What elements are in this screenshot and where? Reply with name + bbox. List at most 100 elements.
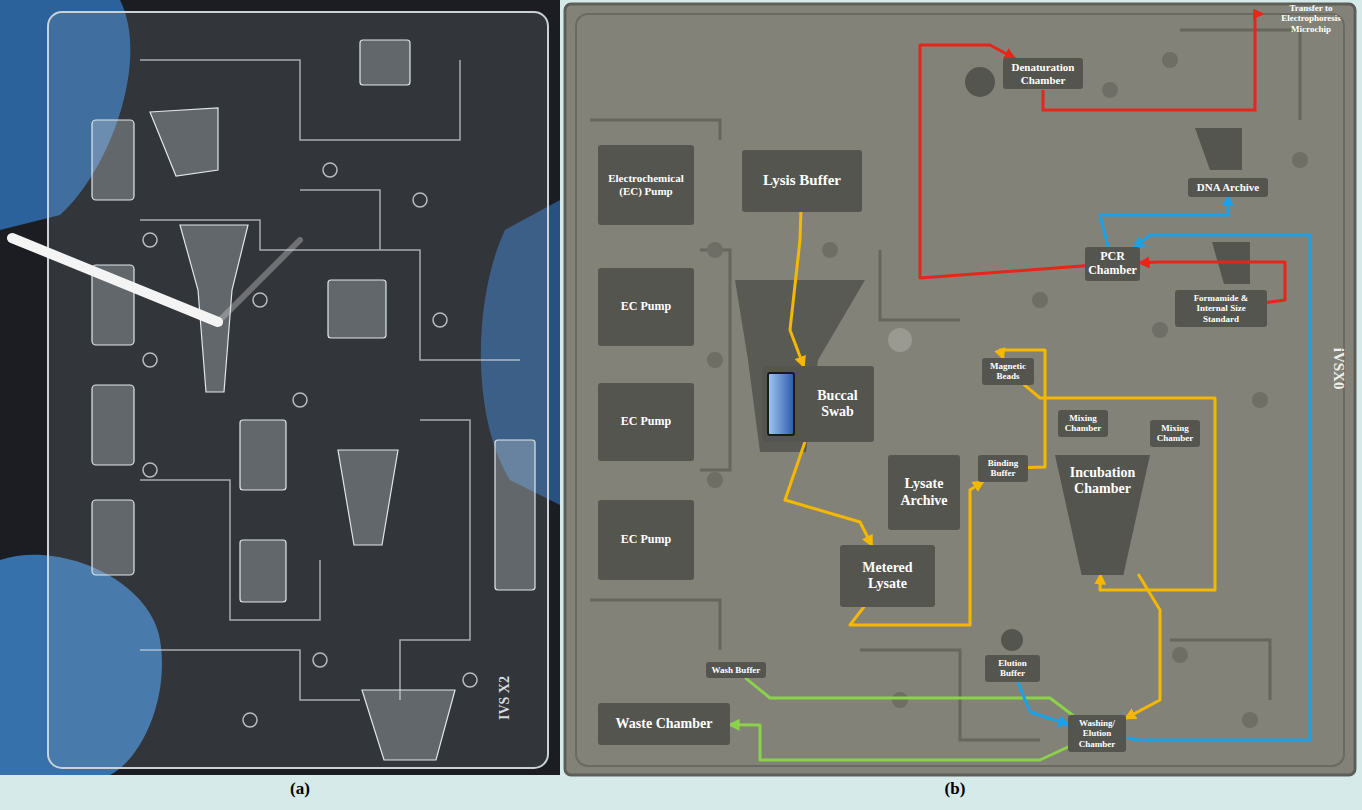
chamber-name: Washing/ Elution Chamber [1071,718,1123,749]
channel [140,650,360,700]
chamber-shape [328,280,386,338]
chamber-shape [92,120,134,200]
channel [140,480,320,620]
valve [707,472,723,488]
flow-arrow [1024,385,1215,590]
buffer-chamber: Lysis Buffer [742,150,862,212]
chamber-name: Incubation Chamber [1058,465,1147,497]
chamber-name: Denaturation Chamber [1006,61,1080,86]
chamber-label: Washing/ Elution Chamber [1068,715,1126,752]
chamber-name: Formamide & Internal Size Standard [1178,293,1264,324]
channel [590,600,720,650]
flow-arrow [920,45,1085,278]
chamber-name: Waste Chamber [616,716,713,732]
chip-marking: iVSX0 [1329,337,1346,401]
channel [1170,640,1270,700]
chamber-shape [150,108,218,176]
chip-frame [576,14,1344,766]
chamber-name: Binding Buffer [981,458,1025,479]
valve [1032,292,1048,308]
chamber-shape [362,690,455,760]
chamber-name: PCR Chamber [1088,250,1137,278]
chamber-name: EC Pump [621,300,671,314]
chamber-name: EC Pump [621,415,671,429]
valve [1242,712,1258,728]
valve [892,692,908,708]
flow-arrow [1126,575,1160,718]
chamber-name: DNA Archive [1197,181,1259,194]
swab-chamber: Buccal Swab [762,366,874,442]
valve [822,242,838,258]
valve [323,163,337,177]
chamber-name: Electrochemical (EC) Pump [601,172,691,197]
channel [1180,30,1300,120]
valve [1102,82,1118,98]
chamber-label: Magnetic Beads [982,358,1034,385]
valve [1162,52,1178,68]
flow-arrow [1126,235,1310,740]
chamber-name: EC Pump [621,533,671,547]
channel [140,220,520,360]
valve [313,653,327,667]
chamber-label: Mixing Chamber [1058,410,1108,437]
valve [413,193,427,207]
metered-chamber: Metered Lysate [840,545,935,607]
chip-channels [590,30,1300,740]
trapezoid-fill [1055,455,1150,575]
valve [707,242,723,258]
valve [1172,647,1188,663]
panel-label: (b) [925,779,985,799]
chamber-name: Wash Buffer [712,665,761,675]
channel [700,250,730,470]
chip-valves [707,52,1308,728]
chamber-name: Lysate Archive [891,476,957,508]
chamber-name: Mixing Chamber [1153,423,1197,444]
valve [143,353,157,367]
chip-chambers [92,40,535,760]
chip-ground [565,4,1355,775]
chamber-label: Formamide & Internal Size Standard [1175,290,1267,327]
flow-arrow [790,212,804,366]
valve [1252,392,1268,408]
chamber-shape [1001,629,1023,651]
channel [400,420,470,700]
valve [1152,322,1168,338]
chamber-label: PCR Chamber [1085,247,1140,281]
photo-ground [0,0,560,775]
valve [143,463,157,477]
waste-chamber: Waste Chamber [598,703,730,745]
port [888,328,912,352]
valve [433,313,447,327]
channel [300,190,380,250]
chamber-shape [965,67,995,97]
chamber-name: Lysis Buffer [763,172,841,189]
chamber-label: Mixing Chamber [1150,420,1200,447]
chamber-label: Elution Buffer [985,655,1040,682]
valve [253,293,267,307]
flow-arrow [785,442,872,545]
chip-channels [140,60,520,700]
channel [140,60,460,140]
incubation-chamber: Incubation Chamber [1055,455,1150,575]
panel-label: (a) [270,779,330,799]
channel [590,120,720,140]
valve [707,352,723,368]
chip-outline [48,12,548,768]
flow-arrow [1100,197,1228,247]
valve [143,233,157,247]
chip-valves [143,163,477,727]
valve [463,673,477,687]
pump-box: EC Pump [598,383,694,461]
chamber-shape [495,440,535,590]
chamber-shape [240,420,286,490]
valve [243,713,257,727]
flow-arrow [1018,682,1068,725]
valve [293,393,307,407]
swab-tip [767,372,795,436]
swab-stick [12,238,218,322]
chamber-name: Elution Buffer [988,658,1037,679]
chamber-name: Magnetic Beads [985,361,1031,382]
chamber-name: Mixing Chamber [1061,413,1105,434]
chamber-label: Denaturation Chamber [1003,58,1083,89]
chamber-shape [360,40,410,85]
